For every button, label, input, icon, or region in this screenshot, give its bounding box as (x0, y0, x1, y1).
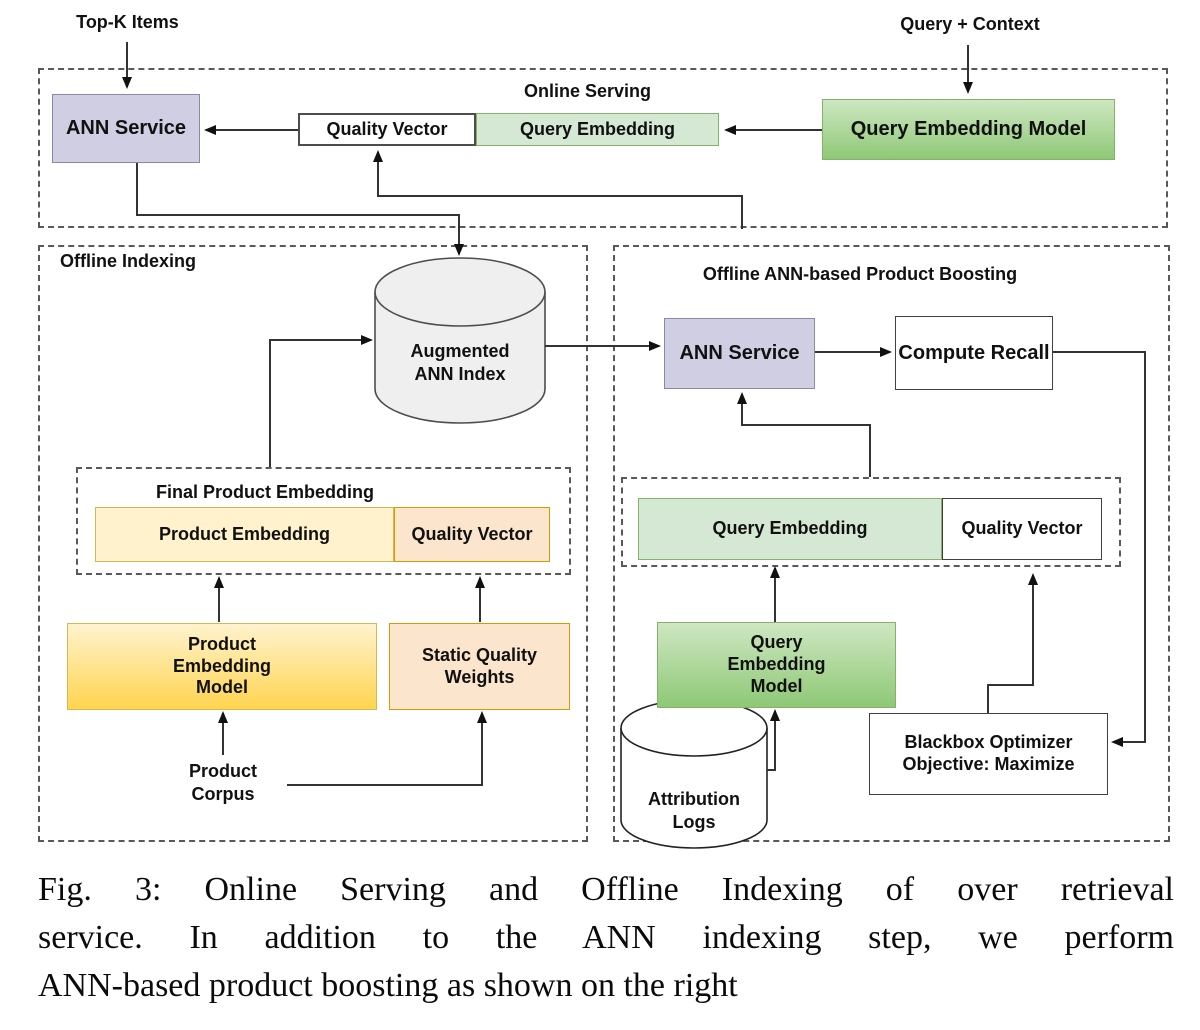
offline-boosting-container (613, 245, 1170, 842)
quality-vector-online-box: Quality Vector (298, 113, 476, 146)
query-embedding-model-offline-box: Query Embedding Model (657, 622, 896, 708)
quality-vector-orange-label: Quality Vector (411, 523, 533, 544)
offline-indexing-title: Offline Indexing (60, 251, 197, 271)
blackbox-optimizer-label: Blackbox Optimizer Objective: Maximize (902, 732, 1075, 774)
static-quality-weights-label: Static Quality Weights (421, 644, 538, 687)
arrow-attribution-logs-to-qem (767, 709, 780, 771)
compute-recall-label: Compute Recall (898, 341, 1050, 364)
online-serving-title: Online Serving (523, 81, 652, 101)
quality-vector-offline-box: Quality Vector (942, 498, 1102, 560)
offline-indexing-container (38, 245, 588, 842)
query-plus-context-label: Query + Context (900, 14, 1040, 34)
online-serving-container (38, 68, 1168, 228)
product-embedding-model-box: Product Embedding Model (67, 623, 377, 710)
blackbox-optimizer-box: Blackbox Optimizer Objective: Maximize (869, 713, 1108, 795)
arrow-ann-online-to-index (136, 163, 464, 256)
attribution-logs-label: Attribution Logs (648, 789, 740, 832)
product-embedding-box: Product Embedding (95, 507, 394, 562)
arrow-fpe-to-index (269, 335, 373, 467)
query-embedding-offline-box: Query Embedding (638, 498, 942, 560)
query-embedding-online-box: Query Embedding (476, 113, 719, 146)
arrow-feed-quality-vector-online (373, 150, 743, 229)
arrow-corpus-to-sqw (287, 711, 487, 786)
query-embedding-model-online-box: Query Embedding Model (822, 99, 1115, 160)
query-embedding-model-offline-label: Query Embedding Model (727, 632, 826, 696)
compute-recall-box: Compute Recall (895, 316, 1053, 390)
caption-line-1: Fig. 3: Online Serving and Offline Index… (38, 871, 1174, 908)
quality-vector-online-label: Quality Vector (326, 118, 448, 139)
ann-service-online-box: ANN Service (52, 94, 200, 163)
arrow-blackbox-to-quality-vector-offline (987, 573, 1038, 713)
final-product-embedding-container (76, 467, 571, 575)
ann-service-online-label: ANN Service (65, 117, 187, 140)
quality-vector-orange-box: Quality Vector (394, 507, 550, 562)
caption-line-3: ANN-based product boosting as shown on t… (38, 967, 738, 1004)
final-product-embedding-title: Final Product Embedding (155, 482, 374, 502)
ann-service-offline-box: ANN Service (664, 318, 815, 389)
arrow-qe-container-to-ann-offline (737, 392, 871, 477)
product-embedding-model-label: Product Embedding Model (173, 633, 271, 698)
top-k-items-label: Top-K Items (76, 12, 179, 32)
arrow-compute-recall-to-blackbox (1053, 351, 1146, 747)
quality-vector-offline-label: Quality Vector (961, 518, 1083, 539)
product-corpus-label: Product Corpus (188, 761, 257, 804)
augmented-ann-index-label: Augmented ANN Index (410, 341, 510, 384)
offline-query-embedding-container (621, 477, 1121, 567)
figure-caption: Fig. 3: Online Serving and Offline Index… (38, 866, 1174, 1010)
query-embedding-online-label: Query Embedding (519, 118, 676, 139)
product-embedding-label: Product Embedding (159, 523, 330, 544)
static-quality-weights-box: Static Quality Weights (389, 623, 570, 710)
augmented-ann-index-cylinder (374, 257, 546, 424)
offline-boosting-title: Offline ANN-based Product Boosting (702, 264, 1018, 284)
query-embedding-offline-label: Query Embedding (712, 518, 868, 539)
caption-line-2: service. In addition to the ANN indexing… (38, 919, 1174, 956)
query-embedding-model-online-label: Query Embedding Model (850, 118, 1087, 141)
ann-service-offline-label: ANN Service (679, 342, 800, 365)
